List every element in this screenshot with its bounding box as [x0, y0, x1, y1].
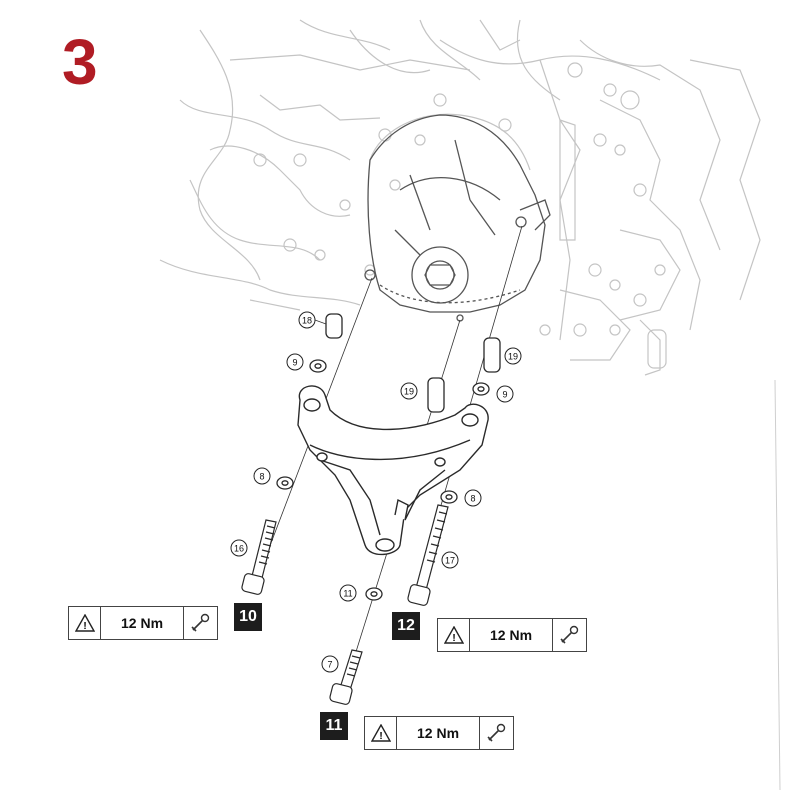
callout-7: 7 — [321, 655, 339, 673]
callout-19-right: 19 — [504, 347, 522, 365]
step-label-12: 12 — [392, 612, 420, 640]
step-label-11: 11 — [320, 712, 348, 740]
callout-8-right: 8 — [464, 489, 482, 507]
svg-text:16: 16 — [234, 544, 244, 554]
svg-text:9: 9 — [502, 390, 507, 400]
washers — [276, 359, 490, 601]
step-label-10: 10 — [234, 603, 262, 631]
warning-icon: ! — [438, 619, 471, 651]
bolts — [241, 504, 449, 705]
torque-wrench-icon — [480, 717, 513, 749]
mounting-bracket — [297, 385, 489, 556]
callout-19-left: 19 — [400, 382, 418, 400]
torque-wrench-icon — [184, 607, 217, 639]
torque-wrench-icon — [553, 619, 586, 651]
svg-text:7: 7 — [327, 660, 332, 670]
svg-text:19: 19 — [508, 352, 518, 362]
part-callouts: 18 9 19 19 9 8 8 16 17 11 7 — [230, 311, 522, 673]
svg-text:18: 18 — [302, 316, 312, 326]
svg-text:9: 9 — [292, 358, 297, 368]
svg-text:!: ! — [379, 731, 382, 742]
callout-16: 16 — [230, 539, 248, 557]
svg-text:19: 19 — [404, 387, 414, 397]
spacers — [325, 313, 501, 413]
torque-spec-10: ! 12 Nm — [68, 606, 218, 640]
svg-text:!: ! — [452, 633, 455, 644]
bolt-7 — [329, 649, 363, 705]
svg-text:8: 8 — [470, 494, 475, 504]
bolt-16 — [241, 519, 277, 595]
step-number: 3 — [62, 26, 98, 98]
frame-line — [774, 379, 781, 791]
warning-icon: ! — [365, 717, 398, 749]
spacer-19-right — [483, 337, 501, 373]
torque-value: 12 Nm — [470, 619, 553, 651]
svg-text:!: ! — [83, 621, 86, 632]
generator-cover — [364, 114, 551, 322]
torque-spec-12: ! 12 Nm — [437, 618, 587, 652]
torque-spec-11: ! 12 Nm — [364, 716, 514, 750]
callout-9-right: 9 — [496, 385, 514, 403]
callout-18: 18 — [298, 311, 327, 329]
svg-text:17: 17 — [445, 556, 455, 566]
bolt-17 — [407, 504, 449, 606]
torque-value: 12 Nm — [101, 607, 184, 639]
svg-text:11: 11 — [343, 589, 352, 599]
callout-8-left: 8 — [253, 467, 271, 485]
warning-icon: ! — [69, 607, 102, 639]
spacer-18 — [325, 313, 343, 339]
callout-9-left: 9 — [286, 353, 304, 371]
engine-background — [159, 19, 761, 376]
svg-text:8: 8 — [259, 472, 264, 482]
spacer-19-left — [427, 377, 445, 413]
callout-11: 11 — [339, 584, 357, 602]
torque-value: 12 Nm — [397, 717, 480, 749]
callout-17: 17 — [441, 551, 459, 569]
